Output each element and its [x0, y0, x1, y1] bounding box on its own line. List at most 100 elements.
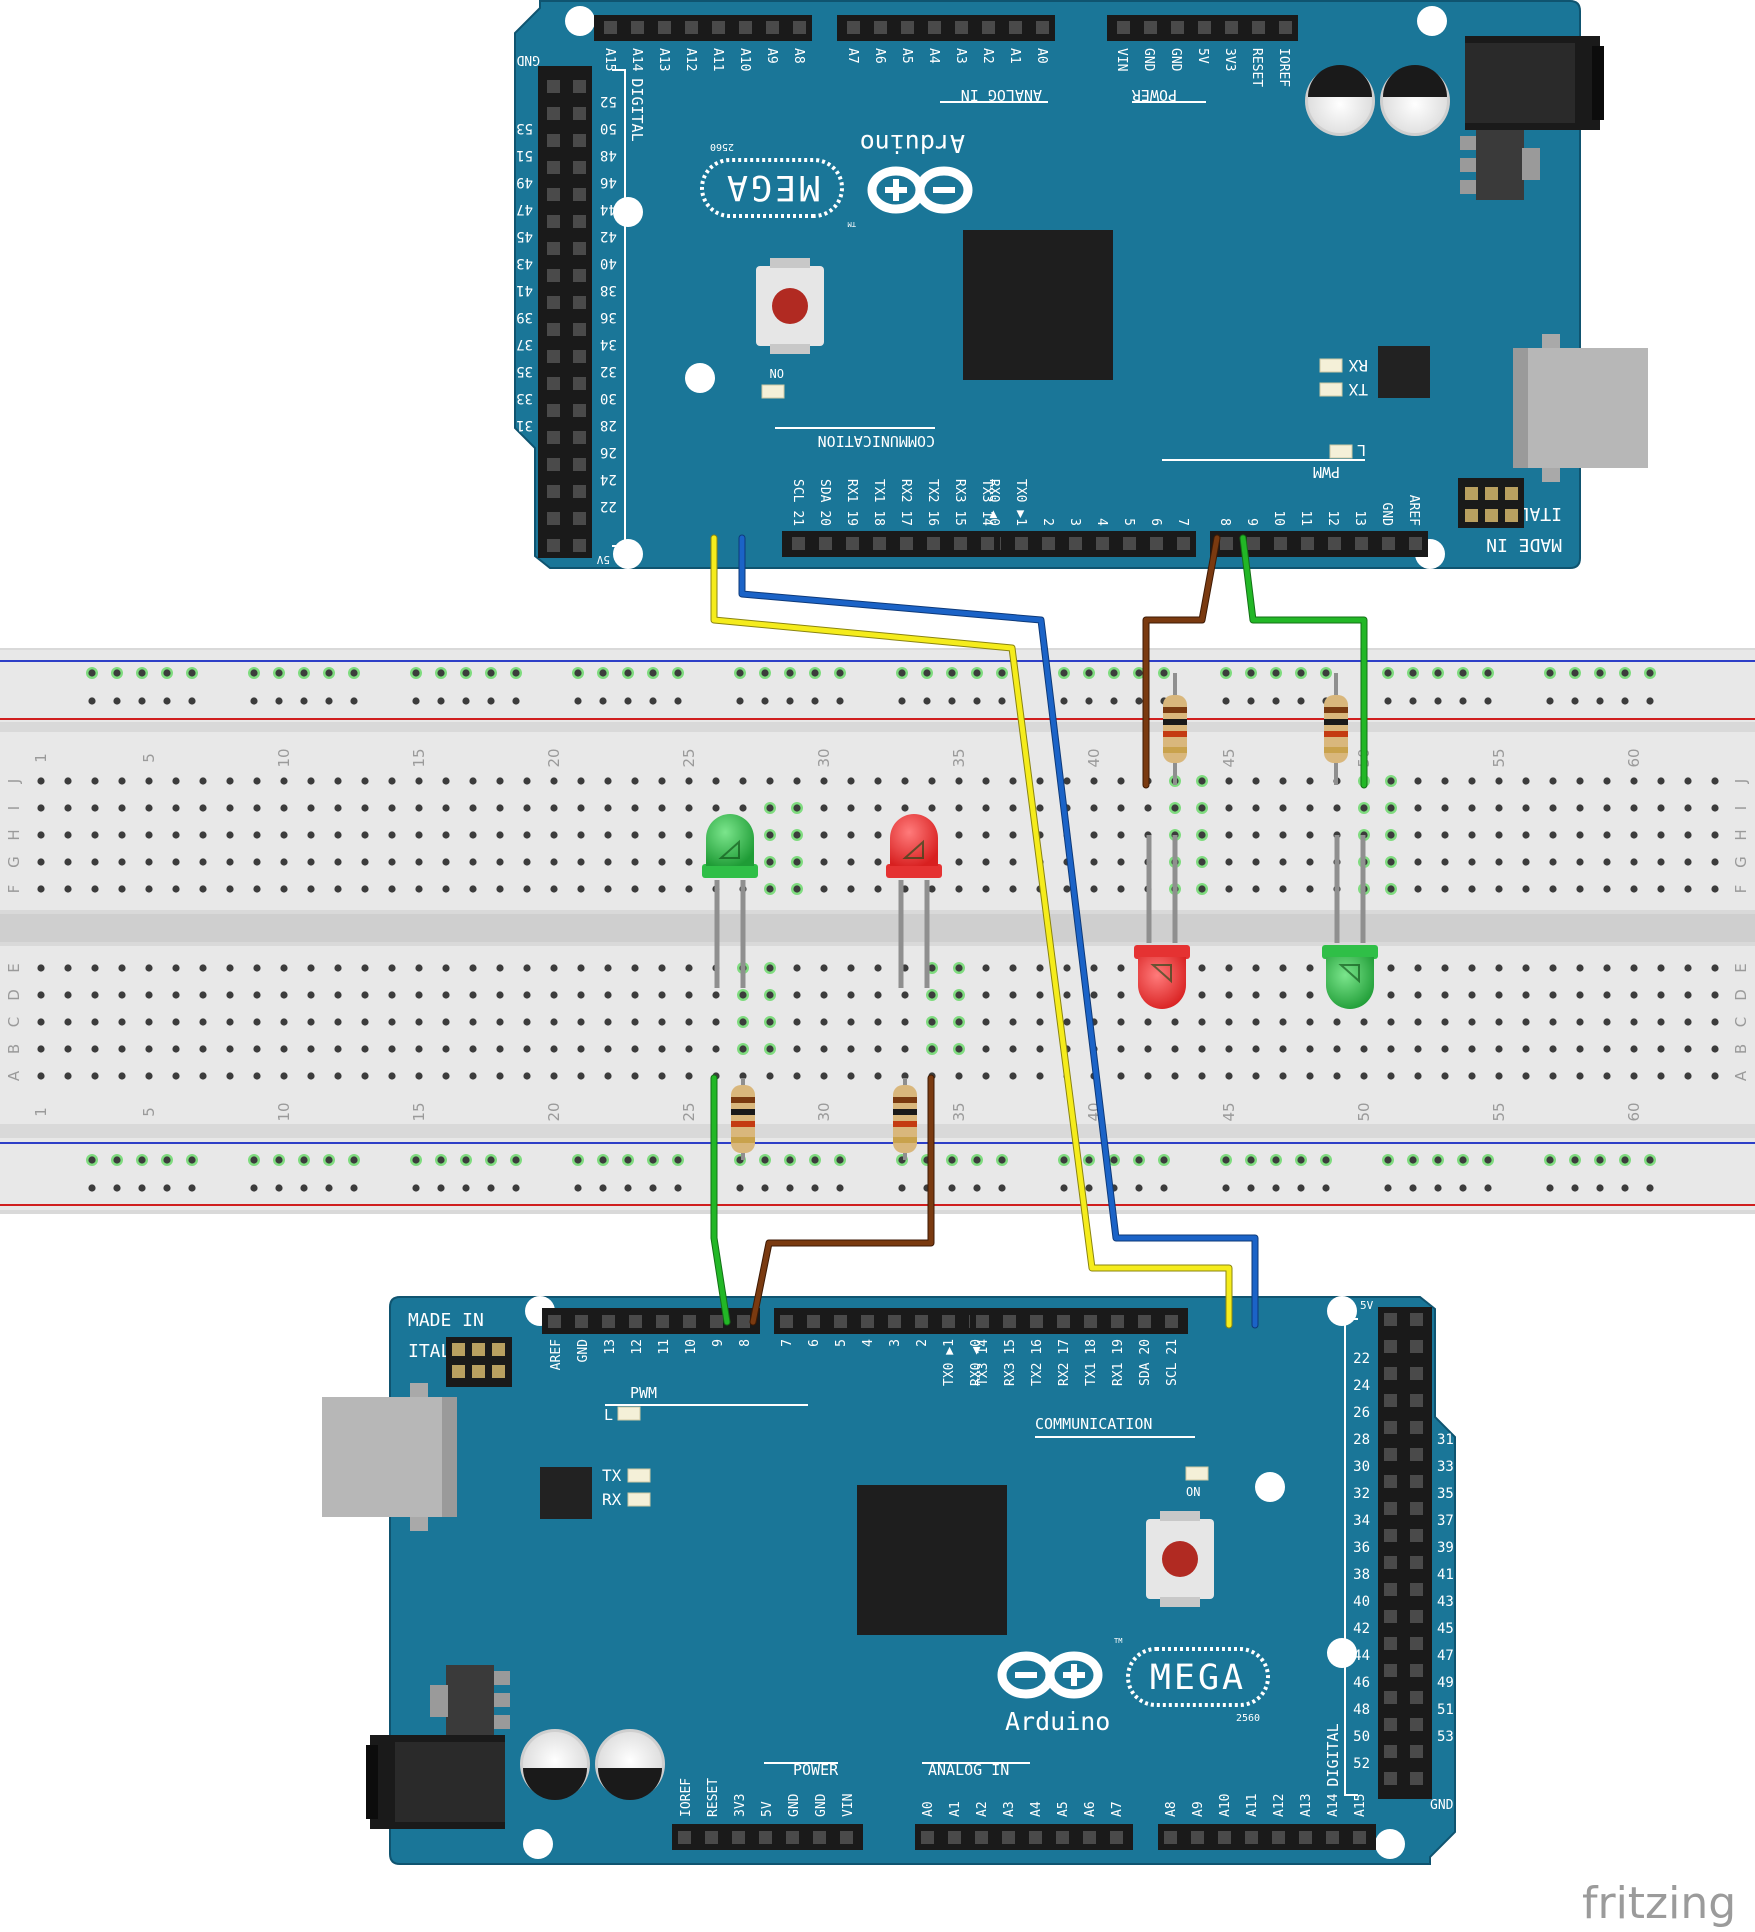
header-pin[interactable]: [1384, 1745, 1397, 1758]
header-pin[interactable]: [1096, 537, 1109, 550]
header-pin[interactable]: [573, 458, 586, 471]
header-pin[interactable]: [1384, 1610, 1397, 1623]
header-pin[interactable]: [1218, 1831, 1231, 1844]
header-pin[interactable]: [1410, 1664, 1423, 1677]
header-pin[interactable]: [712, 21, 725, 34]
header-pin[interactable]: [1164, 1831, 1177, 1844]
header-pin[interactable]: [548, 1315, 561, 1328]
header-pin[interactable]: [547, 107, 560, 120]
header-pin[interactable]: [1274, 537, 1287, 550]
header-pin[interactable]: [1144, 21, 1157, 34]
header-pin[interactable]: [547, 215, 560, 228]
header-pin[interactable]: [573, 161, 586, 174]
header-pin[interactable]: [547, 188, 560, 201]
header-pin[interactable]: [547, 269, 560, 282]
header-pin[interactable]: [547, 161, 560, 174]
header-pin[interactable]: [547, 350, 560, 363]
header-pin[interactable]: [1299, 1831, 1312, 1844]
header-pin[interactable]: [1015, 537, 1028, 550]
header-pin[interactable]: [547, 323, 560, 336]
header-pin[interactable]: [705, 1831, 718, 1844]
header-pin[interactable]: [819, 537, 832, 550]
header-pin[interactable]: [1191, 1831, 1204, 1844]
header-pin[interactable]: [759, 1831, 772, 1844]
header-pin[interactable]: [766, 21, 779, 34]
header-pin[interactable]: [1272, 1831, 1285, 1844]
header-pin[interactable]: [1171, 21, 1184, 34]
header-pin[interactable]: [573, 296, 586, 309]
header-pin[interactable]: [1220, 537, 1233, 550]
reset-button-cap[interactable]: [1162, 1541, 1198, 1577]
header-pin[interactable]: [573, 215, 586, 228]
header-pin[interactable]: [1384, 1529, 1397, 1542]
header-pin[interactable]: [573, 269, 586, 282]
header-pin[interactable]: [1410, 1340, 1423, 1353]
header-pin[interactable]: [1177, 537, 1190, 550]
header-pin[interactable]: [1042, 537, 1055, 550]
header-pin[interactable]: [1111, 1315, 1124, 1328]
header-pin[interactable]: [1003, 1315, 1016, 1328]
header-pin[interactable]: [1384, 1556, 1397, 1569]
header-pin[interactable]: [737, 1315, 750, 1328]
header-pin[interactable]: [1410, 1529, 1423, 1542]
header-pin[interactable]: [573, 242, 586, 255]
header-pin[interactable]: [629, 1315, 642, 1328]
header-pin[interactable]: [1069, 537, 1082, 550]
header-pin[interactable]: [1410, 1367, 1423, 1380]
header-pin[interactable]: [1056, 1831, 1069, 1844]
header-pin[interactable]: [847, 21, 860, 34]
header-pin[interactable]: [813, 1831, 826, 1844]
header-pin[interactable]: [888, 1315, 901, 1328]
header-pin[interactable]: [1328, 537, 1341, 550]
header-pin[interactable]: [656, 1315, 669, 1328]
header-pin[interactable]: [874, 21, 887, 34]
header-pin[interactable]: [1384, 1421, 1397, 1434]
header-pin[interactable]: [840, 1831, 853, 1844]
header-pin[interactable]: [547, 242, 560, 255]
header-pin[interactable]: [573, 485, 586, 498]
header-pin[interactable]: [1410, 1583, 1423, 1596]
header-pin[interactable]: [1123, 537, 1136, 550]
header-pin[interactable]: [658, 21, 671, 34]
header-pin[interactable]: [900, 537, 913, 550]
header-pin[interactable]: [1009, 21, 1022, 34]
header-pin[interactable]: [975, 1831, 988, 1844]
header-pin[interactable]: [1384, 1583, 1397, 1596]
header-pin[interactable]: [927, 537, 940, 550]
header-pin[interactable]: [573, 134, 586, 147]
header-pin[interactable]: [1384, 1313, 1397, 1326]
header-pin[interactable]: [792, 537, 805, 550]
header-pin[interactable]: [1252, 21, 1265, 34]
header-pin[interactable]: [1410, 1475, 1423, 1488]
header-pin[interactable]: [1410, 1745, 1423, 1758]
header-pin[interactable]: [921, 1831, 934, 1844]
header-pin[interactable]: [685, 21, 698, 34]
header-pin[interactable]: [793, 21, 806, 34]
header-pin[interactable]: [1002, 1831, 1015, 1844]
header-pin[interactable]: [1384, 1718, 1397, 1731]
header-pin[interactable]: [976, 1315, 989, 1328]
header-pin[interactable]: [1083, 1831, 1096, 1844]
header-pin[interactable]: [1410, 1502, 1423, 1515]
header-pin[interactable]: [547, 431, 560, 444]
header-pin[interactable]: [1117, 21, 1130, 34]
header-pin[interactable]: [573, 539, 586, 552]
header-pin[interactable]: [954, 537, 967, 550]
header-pin[interactable]: [1410, 1556, 1423, 1569]
header-pin[interactable]: [547, 512, 560, 525]
header-pin[interactable]: [873, 537, 886, 550]
header-pin[interactable]: [573, 377, 586, 390]
header-pin[interactable]: [573, 431, 586, 444]
header-pin[interactable]: [547, 404, 560, 417]
header-pin[interactable]: [1030, 1315, 1043, 1328]
header-pin[interactable]: [1247, 537, 1260, 550]
header-pin[interactable]: [1382, 537, 1395, 550]
header-pin[interactable]: [573, 188, 586, 201]
header-pin[interactable]: [547, 80, 560, 93]
header-pin[interactable]: [1410, 1421, 1423, 1434]
header-pin[interactable]: [1384, 1475, 1397, 1488]
header-pin[interactable]: [575, 1315, 588, 1328]
header-pin[interactable]: [547, 134, 560, 147]
header-pin[interactable]: [1410, 1313, 1423, 1326]
header-pin[interactable]: [683, 1315, 696, 1328]
